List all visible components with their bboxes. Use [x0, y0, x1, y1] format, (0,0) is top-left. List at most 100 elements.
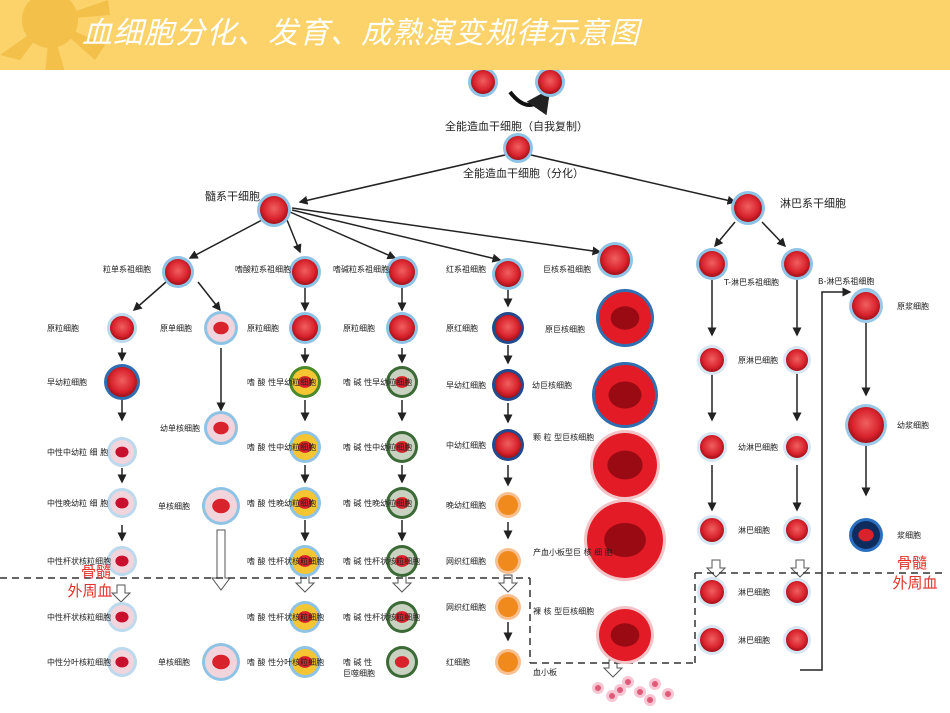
cell-icon — [503, 133, 533, 163]
cell-label: 嗜 碱 性杆状核粒细胞 — [343, 612, 420, 622]
cell-label: 产血小板型巨 核 细 胞 — [533, 547, 613, 557]
cell-icon — [697, 625, 727, 655]
cell-label: 中性中幼粒 细 胞 — [47, 447, 108, 457]
cell-icon — [386, 646, 418, 678]
hematopoiesis-diagram: 全能造血干细胞（自我复制）全能造血干细胞（分化）髓系干细胞淋巴系干细胞粒单系祖细… — [0, 70, 945, 706]
cell-label: 全能造血干细胞（分化） — [463, 166, 584, 180]
cell-icon — [386, 312, 418, 344]
cell-icon — [204, 311, 238, 345]
title-bar: 血细胞分化、发育、成熟演变规律示意图 — [0, 0, 950, 70]
cell-label: 红系祖细胞 — [446, 264, 486, 274]
cell-label: 嗜 酸 性杆状核粒细胞 — [247, 556, 324, 566]
cell-icon — [781, 248, 813, 280]
cell-label: 中幼红细胞 — [446, 440, 486, 450]
cell-icon — [597, 242, 633, 278]
cell-label: 嗜 酸 性杆状核粒细胞 — [247, 612, 324, 622]
cell-label: 嗜 酸 性中幼粒细胞 — [247, 442, 316, 452]
cell-icon — [495, 594, 521, 620]
cell-icon — [107, 437, 137, 467]
cell-label: 中性杆状核粒细胞 — [47, 612, 111, 622]
cell-icon — [697, 345, 727, 375]
cell-label: 早幼红细胞 — [446, 380, 486, 390]
cell-icon — [614, 684, 626, 696]
cell-label: B-淋巴系祖细胞 — [818, 276, 874, 286]
cell-icon — [289, 256, 321, 288]
cell-label: 幼淋巴细胞 — [738, 442, 778, 452]
cell-icon — [697, 515, 727, 545]
cell-label: 原红细胞 — [446, 323, 478, 333]
cell-label: 网织红细胞 — [446, 602, 486, 612]
cell-icon — [107, 647, 137, 677]
cell-label: 外周血 — [892, 574, 937, 592]
cell-icon — [386, 601, 418, 633]
cell-icon — [204, 411, 238, 445]
cell-label: 幼单核细胞 — [160, 423, 200, 433]
cell-labels: 全能造血干细胞（自我复制）全能造血干细胞（分化）髓系干细胞淋巴系干细胞粒单系祖细… — [47, 119, 938, 678]
cell-icon — [202, 487, 240, 525]
cell-label: 嗜 碱 性早幼粒细胞 — [343, 377, 412, 387]
cell-label: 淋巴细胞 — [738, 525, 770, 535]
cell-icon — [584, 499, 666, 581]
cell-icon — [162, 256, 194, 288]
cell-label: 原粒细胞 — [343, 323, 375, 333]
cell-icon — [697, 432, 727, 462]
cell-icon — [783, 433, 811, 461]
cell-icon — [845, 404, 887, 446]
cell-icon — [289, 646, 321, 678]
cell-icon — [386, 366, 418, 398]
cell-label: 幼巨核细胞 — [532, 380, 572, 390]
cell-label: 早幼粒细胞 — [47, 377, 87, 387]
cell-label: 血小板 — [533, 667, 557, 677]
cell-label: 中性晚幼粒 细 胞 — [47, 498, 108, 508]
cell-label: 嗜 碱 性 — [343, 657, 372, 667]
cell-icon — [622, 676, 634, 688]
cell-label: 粒单系祖细胞 — [103, 264, 151, 274]
cell-icon — [495, 492, 521, 518]
b-lineage-link — [800, 287, 852, 671]
cell-icon — [202, 643, 240, 681]
cell-label: 淋巴细胞 — [738, 635, 770, 645]
cell-icon — [535, 70, 565, 97]
cell-icon — [492, 312, 524, 344]
cell-label: 原粒细胞 — [47, 323, 79, 333]
cell-label: 嗜碱粒系祖细胞 — [333, 264, 389, 274]
cell-icon — [592, 682, 604, 694]
cell-label: 外周血 — [67, 582, 112, 600]
cell-icon — [107, 313, 137, 343]
cell-icon — [289, 487, 321, 519]
cell-icon — [783, 626, 811, 654]
cell-icon — [783, 346, 811, 374]
cell-icon — [386, 256, 418, 288]
cell-icon — [731, 191, 765, 225]
cell-label: 淋巴细胞 — [738, 587, 770, 597]
cell-icon — [289, 601, 321, 633]
cell-label: 网织红细胞 — [446, 556, 486, 566]
cell-label: 淋巴系干细胞 — [780, 197, 846, 210]
cell-label: 单核细胞 — [158, 501, 190, 511]
cell-icon — [592, 362, 658, 428]
cell-icon — [107, 602, 137, 632]
cell-icon — [495, 548, 521, 574]
cell-icon — [386, 431, 418, 463]
cell-label: 裸 核 型巨核细胞 — [533, 606, 594, 616]
cell-icon — [783, 578, 811, 606]
cell-label: 单核细胞 — [158, 657, 190, 667]
cell-label: 髓系干细胞 — [205, 190, 260, 203]
cell-label: 骨髓 — [897, 554, 927, 572]
cell-icon — [662, 688, 674, 700]
cell-icon — [107, 488, 137, 518]
cell-icon — [492, 369, 524, 401]
cell-icon — [492, 429, 524, 461]
cell-label: 红细胞 — [446, 657, 470, 667]
cell-icon — [697, 577, 727, 607]
marrow-blood-boundary — [0, 572, 945, 664]
cell-label: 中性分叶核粒细胞 — [47, 657, 111, 667]
sun-decoration-icon — [0, 0, 110, 70]
cell-icon — [468, 70, 498, 97]
cell-label: 巨核系祖细胞 — [543, 264, 591, 274]
cell-icon — [783, 516, 811, 544]
cell-icon — [104, 364, 140, 400]
cell-label: 嗜 酸 性晚幼粒细胞 — [247, 498, 316, 508]
cell-images — [104, 70, 887, 706]
cell-icon — [289, 545, 321, 577]
